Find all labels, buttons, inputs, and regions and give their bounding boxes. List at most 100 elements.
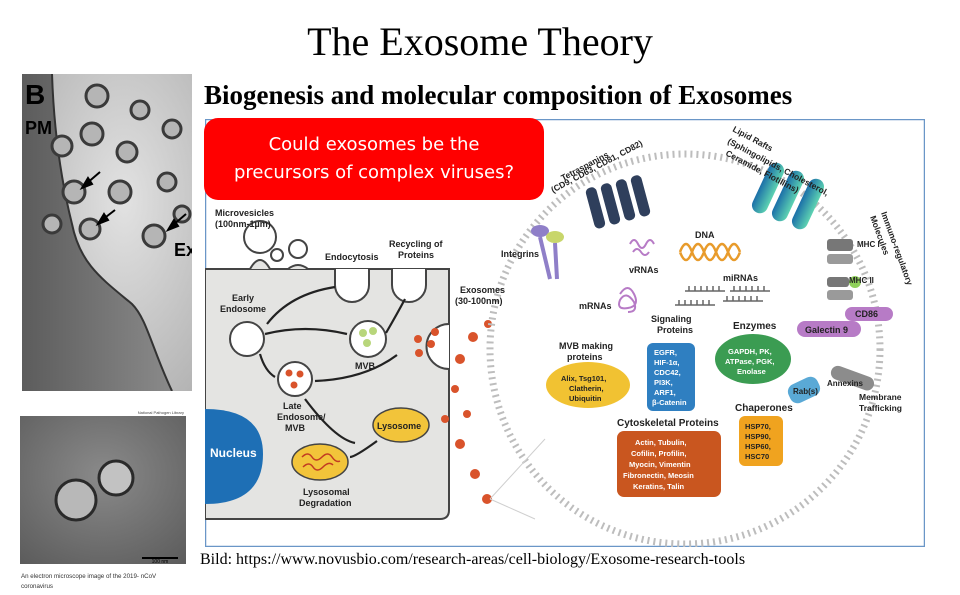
slide-title: The Exosome Theory bbox=[307, 19, 653, 64]
svg-text:Ubiquitin: Ubiquitin bbox=[569, 394, 602, 403]
svg-text:EGFR,: EGFR, bbox=[654, 348, 677, 357]
recycling-label-2: Proteins bbox=[398, 250, 434, 260]
mvb-vesicle bbox=[349, 320, 387, 358]
image-credit: Bild: https://www.novusbio.com/research-… bbox=[200, 551, 746, 568]
integrins bbox=[531, 225, 564, 280]
early-endosome-label-2: Endosome bbox=[220, 304, 266, 314]
pathway-arrows bbox=[258, 285, 406, 459]
chaperones-box bbox=[739, 416, 783, 466]
cytoskeletal-box bbox=[617, 431, 721, 497]
svg-text:β-Catenin: β-Catenin bbox=[652, 398, 687, 407]
signaling-box bbox=[647, 343, 695, 411]
svg-text:Enolase: Enolase bbox=[737, 367, 766, 376]
cd86-label: CD86 bbox=[855, 309, 878, 319]
mvb-proteins-title-2: proteins bbox=[567, 352, 603, 362]
svg-text:HIF-1α,: HIF-1α, bbox=[654, 358, 679, 367]
enzymes-items: GAPDH, PK, ATPase, PGK, Enolase bbox=[725, 347, 774, 376]
electron-micrograph-coronavirus: National Pathogen Library 100 nm An elec… bbox=[20, 408, 186, 594]
svg-text:Fibronectin, Meosin: Fibronectin, Meosin bbox=[623, 471, 694, 480]
vrna-icon bbox=[629, 239, 655, 256]
svg-text:HSC70: HSC70 bbox=[745, 452, 769, 461]
exosomes-size-label: (30-100nm) bbox=[455, 296, 503, 306]
mirnas-label: miRNAs bbox=[723, 273, 758, 283]
lysosome bbox=[372, 407, 430, 443]
lysosome-label: Lysosome bbox=[377, 421, 421, 431]
mvb-proteins-title: MVB making bbox=[559, 341, 613, 351]
rabs-marker bbox=[787, 376, 821, 404]
chaperones-items: HSP70, HSP90, HSP60, HSC70 bbox=[745, 422, 771, 461]
nucleus bbox=[205, 409, 263, 504]
callout-line-2: precursors of complex viruses? bbox=[233, 162, 515, 183]
annexins-marker bbox=[830, 365, 875, 391]
scale-bar-label: 100 nm bbox=[152, 559, 169, 565]
galectin-marker bbox=[797, 321, 861, 337]
svg-text:ARF1,: ARF1, bbox=[654, 388, 676, 397]
svg-text:CDC42,: CDC42, bbox=[654, 368, 681, 377]
svg-text:Cofilin, Profilin,: Cofilin, Profilin, bbox=[631, 449, 686, 458]
slide-subtitle: Biogenesis and molecular composition of … bbox=[204, 80, 793, 110]
exosome-particles bbox=[41, 83, 192, 249]
galectin-label: Galectin 9 bbox=[805, 325, 848, 335]
lysosomal-degradation-label-2: Degradation bbox=[299, 498, 352, 508]
pm-label: PM bbox=[25, 118, 52, 138]
early-endosome bbox=[229, 321, 265, 357]
ex-label: Ex bbox=[174, 240, 192, 260]
callout-line-1: Could exosomes be the bbox=[268, 134, 480, 155]
vrnas-label: vRNAs bbox=[629, 265, 659, 275]
mhc-molecules bbox=[827, 239, 861, 300]
caption-line2: coronavirus bbox=[21, 583, 53, 590]
mvb-label: MVB bbox=[355, 361, 376, 371]
exosomes-label: Exosomes bbox=[460, 285, 505, 295]
svg-text:ATPase, PGK,: ATPase, PGK, bbox=[725, 357, 774, 366]
mvb-proteins-items: Alix, Tsg101, Clatherin, Ubiquitin bbox=[561, 374, 606, 403]
mhc1-label: MHC I bbox=[857, 240, 880, 249]
mirna-icon bbox=[675, 286, 770, 306]
signaling-title-2: Proteins bbox=[657, 325, 693, 335]
chaperones-title: Chaperones bbox=[735, 403, 793, 414]
panel-letter: B bbox=[25, 79, 45, 110]
virus-particles bbox=[54, 459, 135, 522]
cd86-marker bbox=[845, 307, 893, 321]
caption-line1: An electron microscope image of the 2019… bbox=[21, 573, 157, 580]
svg-text:HSP60,: HSP60, bbox=[745, 442, 771, 451]
rabs-label: Rab(s) bbox=[793, 387, 818, 396]
cell-membrane-region bbox=[22, 74, 172, 391]
tetraspanins bbox=[585, 175, 651, 229]
electron-micrograph-exosomes: B PM Ex bbox=[22, 74, 192, 391]
mrnas-label: mRNAs bbox=[579, 301, 612, 311]
microvesicles bbox=[243, 220, 308, 262]
dna-label: DNA bbox=[695, 230, 715, 240]
membrane-trafficking-label: Membrane bbox=[859, 392, 902, 402]
signaling-title: Signaling bbox=[651, 314, 692, 324]
late-endosome-label-2: Endosome/ bbox=[277, 412, 326, 422]
svg-text:Actin, Tubulin,: Actin, Tubulin, bbox=[635, 438, 687, 447]
membrane-trafficking-label-2: Trafficking bbox=[859, 403, 902, 413]
svg-text:PI3K,: PI3K, bbox=[654, 378, 673, 387]
image-source: National Pathogen Library bbox=[138, 410, 184, 415]
mhc2-label: MHC II bbox=[849, 276, 874, 285]
svg-text:Clatherin,: Clatherin, bbox=[569, 384, 604, 393]
enzymes-ellipse bbox=[715, 334, 791, 384]
signaling-items: EGFR, HIF-1α, CDC42, PI3K, ARF1, β-Caten… bbox=[652, 348, 687, 407]
lysosomal-degradation bbox=[291, 443, 349, 481]
nucleus-label: Nucleus bbox=[210, 446, 257, 460]
question-callout: Could exosomes be the precursors of comp… bbox=[204, 118, 544, 200]
mrna-icon bbox=[618, 287, 637, 313]
microvesicles-label: Microvesicles bbox=[215, 208, 274, 218]
late-endosome-label: Late bbox=[283, 401, 302, 411]
microvesicles-size-label: (100nm-1µm) bbox=[215, 219, 271, 229]
integrins-label: Integrins bbox=[501, 249, 539, 259]
dna-icon bbox=[678, 242, 742, 262]
late-endosome-label-3: MVB bbox=[285, 423, 306, 433]
svg-text:HSP90,: HSP90, bbox=[745, 432, 771, 441]
svg-text:Keratins, Talin: Keratins, Talin bbox=[633, 482, 685, 491]
svg-text:Myocin, Vimentin: Myocin, Vimentin bbox=[629, 460, 691, 469]
late-endosome bbox=[277, 361, 313, 397]
endocytosis-label: Endocytosis bbox=[325, 252, 379, 262]
recycling-label: Recycling of bbox=[389, 239, 444, 249]
svg-text:Alix, Tsg101,: Alix, Tsg101, bbox=[561, 374, 606, 383]
enzymes-title: Enzymes bbox=[733, 321, 777, 332]
arrow-markers bbox=[79, 171, 187, 233]
cytoskeletal-title: Cytoskeletal Proteins bbox=[617, 418, 719, 429]
cytoskeletal-items: Actin, Tubulin, Cofilin, Profilin, Myoci… bbox=[623, 438, 694, 491]
